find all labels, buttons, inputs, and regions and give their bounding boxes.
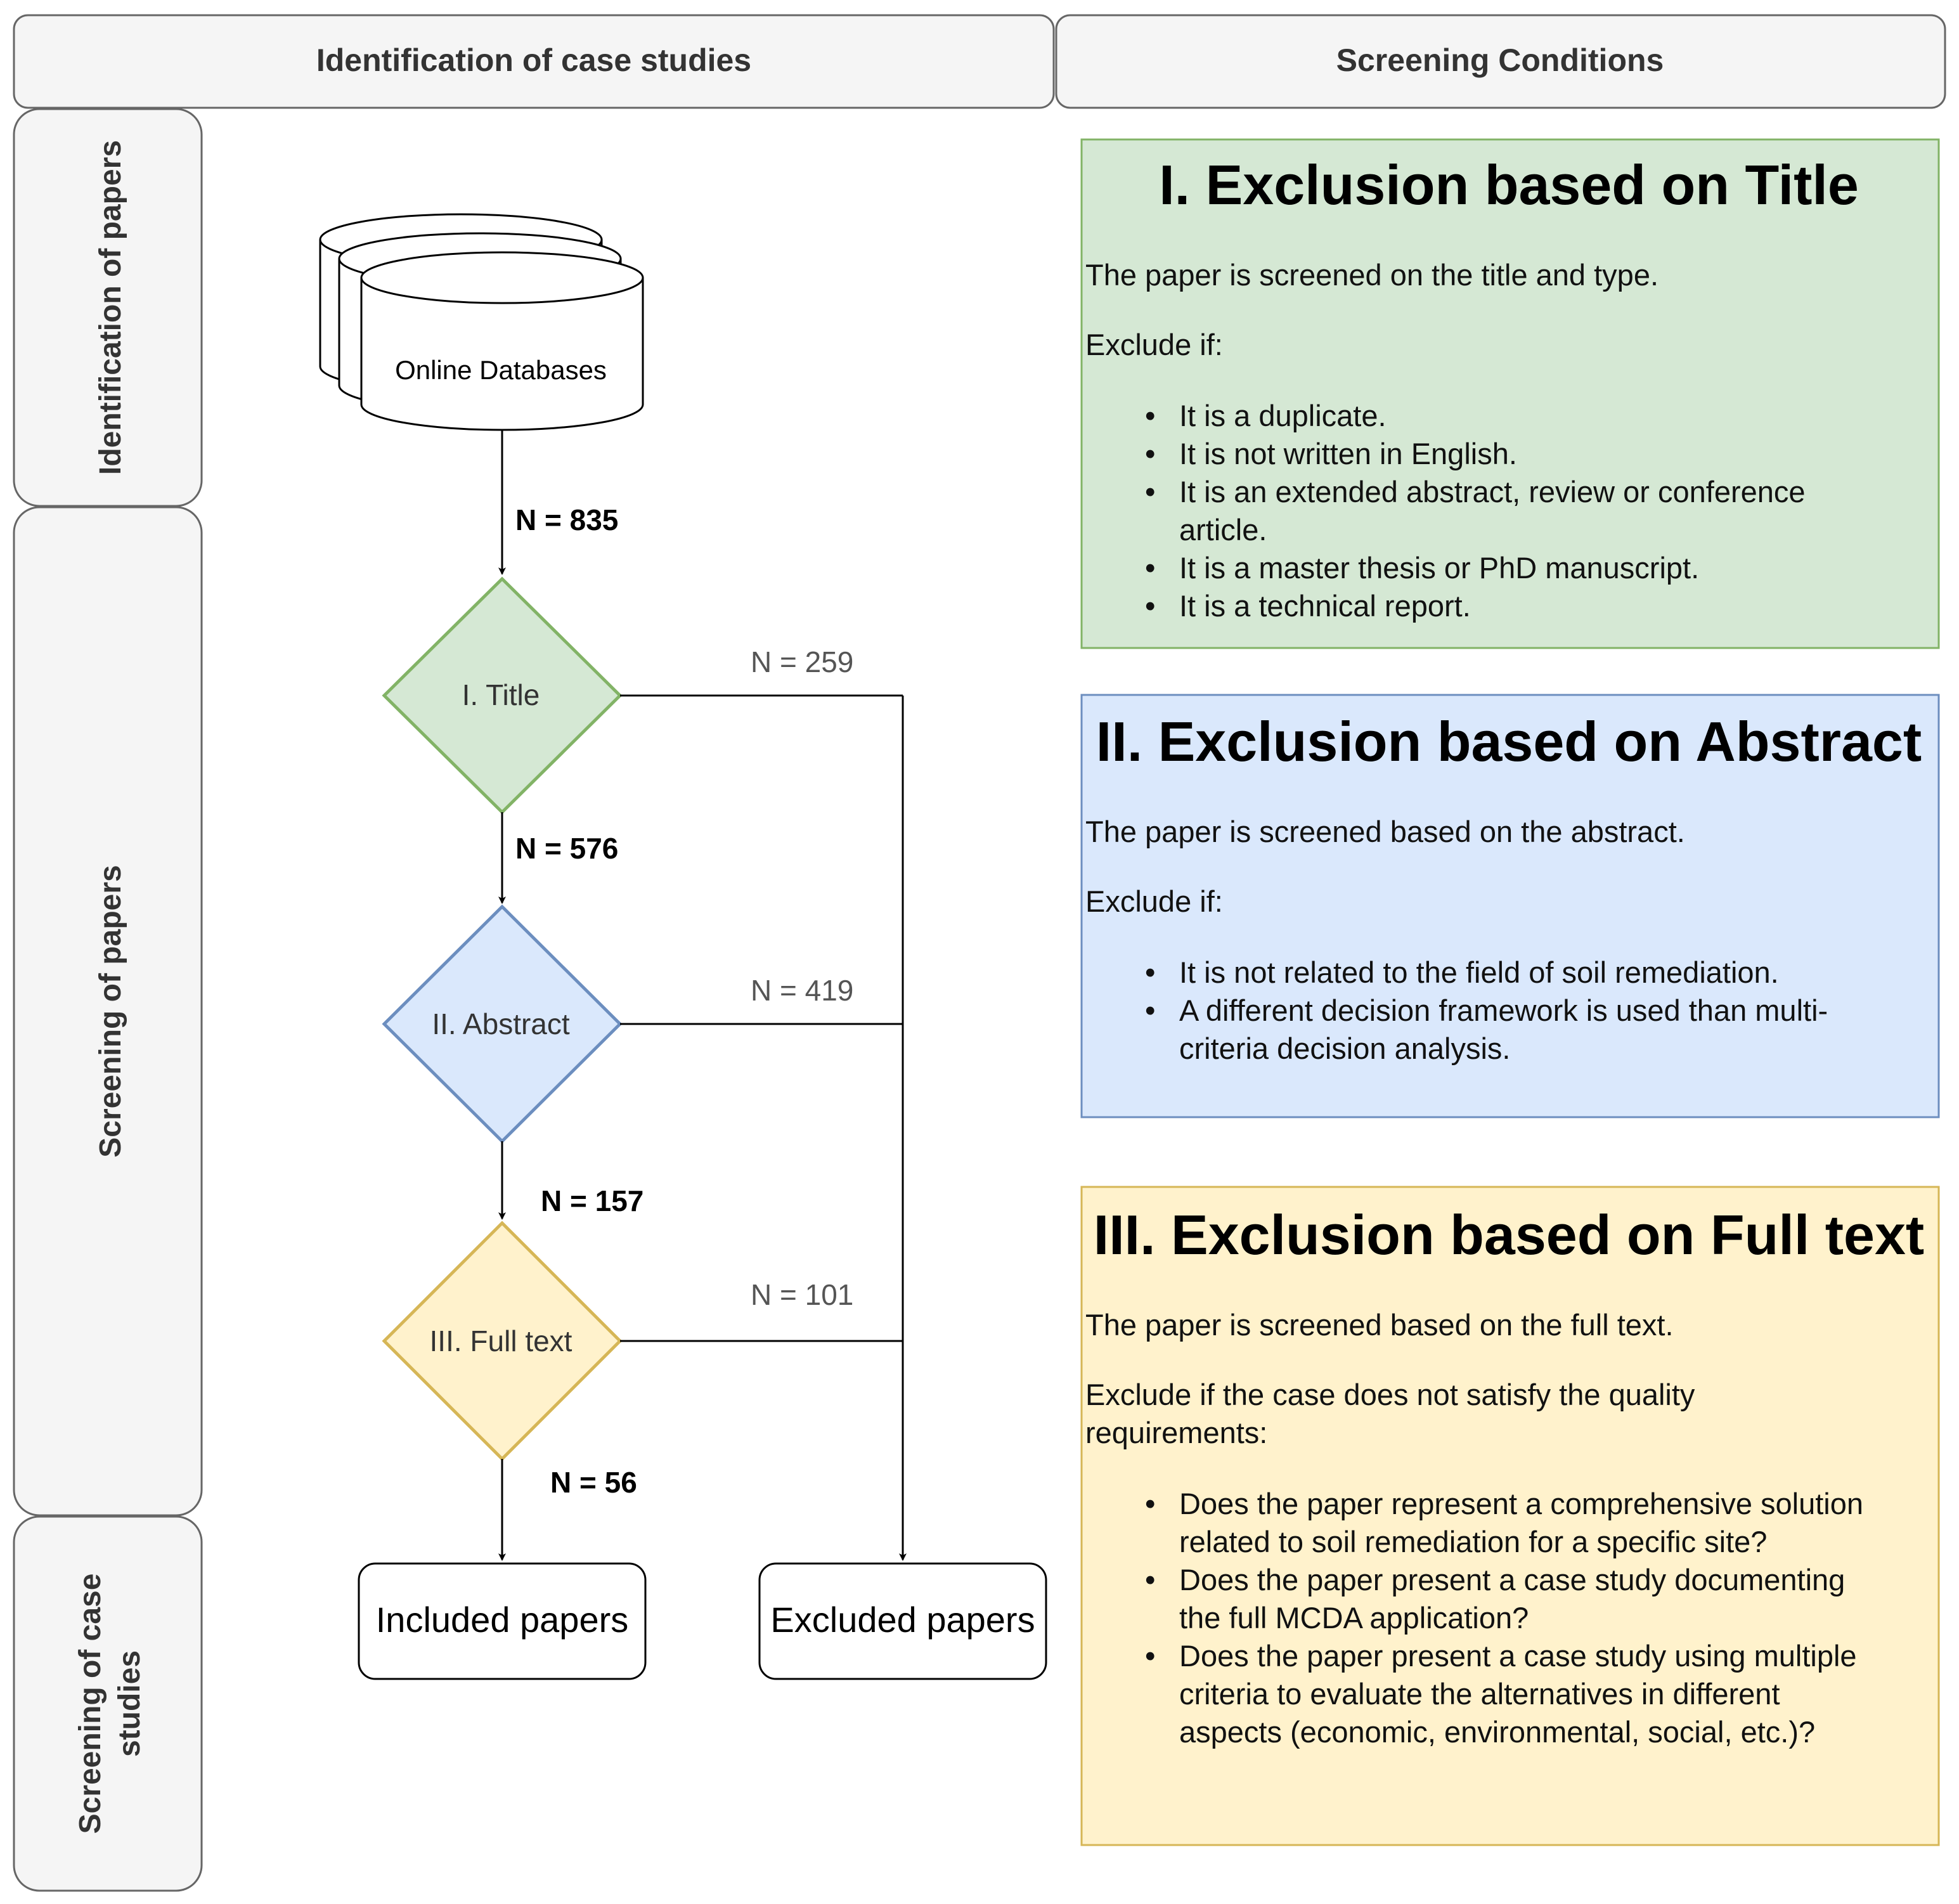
abstract-conditions-intro: The paper is screened based on the abstr… — [1085, 815, 1685, 848]
lane-identification — [13, 108, 203, 507]
fulltext-conditions-intro: The paper is screened based on the full … — [1085, 1308, 1674, 1342]
fulltext-conditions-exclude-line1: Exclude if the case does not satisfy the… — [1085, 1378, 1695, 1411]
count-after-fulltext: N = 56 — [550, 1466, 637, 1499]
abstract-conditions-heading: II. Exclusion based on Abstract — [1096, 710, 1922, 773]
abstract-conditions-bullets: • It is not related to the field of soil… — [1145, 955, 1828, 1065]
abstract-node-label: II. Abstract — [432, 1007, 570, 1040]
lane-screening-label: Screening of papers — [94, 865, 127, 1157]
title-bullet-5: It is a technical report. — [1179, 589, 1471, 623]
title-bullet-3-line2: article. — [1179, 513, 1267, 547]
excluded-papers-label: Excluded papers — [770, 1600, 1035, 1640]
header-screening-conditions-box — [1055, 14, 1946, 109]
abstract-bullet-2-line1: A different decision framework is used t… — [1179, 994, 1828, 1027]
count-after-abstract: N = 157 — [541, 1184, 643, 1217]
bullet-marker: • — [1145, 1639, 1155, 1673]
bullet-marker: • — [1145, 475, 1155, 508]
title-conditions-intro: The paper is screened on the title and t… — [1085, 258, 1658, 292]
title-bullet-3-line1: It is an extended abstract, review or co… — [1179, 475, 1806, 508]
included-papers-label: Included papers — [376, 1600, 629, 1640]
bullet-marker: • — [1145, 551, 1155, 585]
lane-case-studies-label-line1: Screening of case — [74, 1574, 107, 1834]
bullet-marker: • — [1145, 399, 1155, 432]
excluded-papers-box — [758, 1562, 1047, 1680]
lane-screening — [13, 506, 203, 1517]
bullet-marker: • — [1145, 994, 1155, 1027]
fulltext-bullet-2-line2: the full MCDA application? — [1179, 1601, 1529, 1635]
fulltext-bullet-3-line3: aspects (economic, environmental, social… — [1179, 1715, 1815, 1749]
abstract-conditions-panel — [1080, 694, 1940, 1118]
fulltext-conditions-exclude-line2: requirements: — [1085, 1416, 1267, 1449]
abstract-bullet-1: It is not related to the field of soil r… — [1179, 955, 1779, 989]
count-database: N = 835 — [515, 503, 618, 536]
bullet-marker: • — [1145, 1563, 1155, 1596]
bullet-marker: • — [1145, 1487, 1155, 1520]
count-excluded-abstract: N = 419 — [751, 974, 853, 1007]
header-screening-conditions: Screening Conditions — [1336, 42, 1664, 78]
fulltext-node-label: III. Full text — [430, 1324, 572, 1357]
bullet-marker: • — [1145, 437, 1155, 470]
bullet-marker: • — [1145, 955, 1155, 989]
lane-case-studies — [13, 1515, 203, 1892]
count-after-title: N = 576 — [515, 832, 618, 865]
title-conditions-heading: I. Exclusion based on Title — [1159, 153, 1859, 216]
title-bullet-1: It is a duplicate. — [1179, 399, 1387, 432]
header-identification-box — [13, 14, 1055, 109]
title-conditions-bullets: • It is a duplicate. • It is not written… — [1145, 399, 1806, 623]
fulltext-bullet-3-line2: criteria to evaluate the alternatives in… — [1179, 1677, 1780, 1711]
database-icon — [319, 213, 644, 431]
lane-case-studies-label-line2: studies — [113, 1650, 146, 1757]
header-identification: Identification of case studies — [316, 42, 751, 78]
lane-identification-label: Identification of papers — [94, 140, 127, 475]
count-excluded-title: N = 259 — [751, 645, 853, 678]
fulltext-conditions-bullets: • Does the paper represent a comprehensi… — [1145, 1487, 1863, 1749]
title-conditions-exclude: Exclude if: — [1085, 328, 1223, 361]
bullet-marker: • — [1145, 589, 1155, 623]
title-bullet-2: It is not written in English. — [1179, 437, 1517, 470]
fulltext-bullet-3-line1: Does the paper present a case study usin… — [1179, 1639, 1857, 1673]
fulltext-bullet-1-line2: related to soil remediation for a specif… — [1179, 1525, 1767, 1558]
count-excluded-fulltext: N = 101 — [751, 1278, 853, 1311]
title-conditions-panel — [1080, 138, 1940, 649]
title-node-label: I. Title — [462, 678, 540, 711]
database-label: Online Databases — [395, 355, 607, 385]
included-papers-box — [358, 1562, 647, 1680]
abstract-bullet-2-line2: criteria decision analysis. — [1179, 1032, 1510, 1065]
fulltext-conditions-heading: III. Exclusion based on Full text — [1094, 1203, 1924, 1266]
fulltext-conditions-panel — [1080, 1186, 1940, 1846]
fulltext-bullet-2-line1: Does the paper present a case study docu… — [1179, 1563, 1845, 1596]
abstract-conditions-exclude: Exclude if: — [1085, 884, 1223, 918]
title-bullet-4: It is a master thesis or PhD manuscript. — [1179, 551, 1699, 585]
fulltext-bullet-1-line1: Does the paper represent a comprehensive… — [1179, 1487, 1863, 1520]
